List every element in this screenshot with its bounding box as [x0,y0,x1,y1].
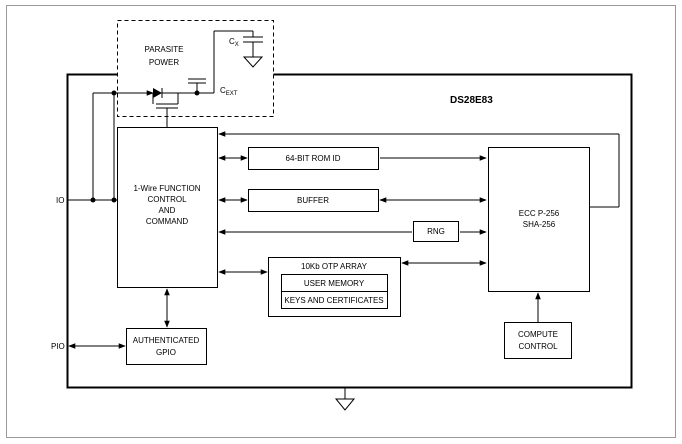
parasite-power-label-2: POWER [149,58,179,67]
keys-certs-label: KEYS AND CERTIFICATES [284,296,383,305]
junction-dot-cext [194,90,200,96]
wire-control-line-2: CONTROL [147,195,187,204]
auth-gpio-line-1: AUTHENTICATED [133,336,200,345]
rng-block [413,221,459,242]
figure-border [6,5,676,438]
parasite-power-region [117,20,274,117]
user-memory-label: USER MEMORY [304,279,365,288]
wire-control-line-4: COMMAND [146,217,188,226]
rom-id-block [248,147,379,170]
wire-control-line-1: 1-Wire FUNCTION [133,184,200,193]
compute-control-line-2: CONTROL [518,342,558,351]
chip-ground-icon [334,398,356,411]
junction-dot-io-2 [111,197,117,203]
ecc-label-2: SHA-256 [523,220,556,229]
auth-gpio-line-2: GPIO [156,348,176,357]
ecc-block [488,147,590,292]
compute-control-line-1: COMPUTE [518,330,558,339]
chip-name: DS28E83 [450,95,493,106]
cx-label: CX [229,37,239,48]
cext-label: CEXT [220,86,238,97]
rom-id-label: 64-BIT ROM ID [286,154,341,163]
buffer-label: BUFFER [297,196,329,205]
pio-pin-label: PIO [51,342,65,351]
keys-certs-block [281,291,388,309]
otp-array-label: 10Kb OTP ARRAY [301,262,368,271]
junction-dot-io-1 [90,197,96,203]
compute-control-block [504,322,572,359]
rng-label: RNG [427,227,445,236]
parasite-power-label-1: PARASITE [145,45,184,54]
cx-ground-icon [242,56,264,68]
ecc-label-1: ECC P-256 [519,209,560,218]
buffer-block [248,189,379,212]
auth-gpio-block [126,328,207,365]
junction-dot-top [111,90,117,96]
wire-control-block [117,127,218,288]
diode-icon [153,88,162,98]
wire-control-line-3: AND [159,206,176,215]
io-pin-label: IO [56,196,64,205]
chip-outline [66,73,633,389]
